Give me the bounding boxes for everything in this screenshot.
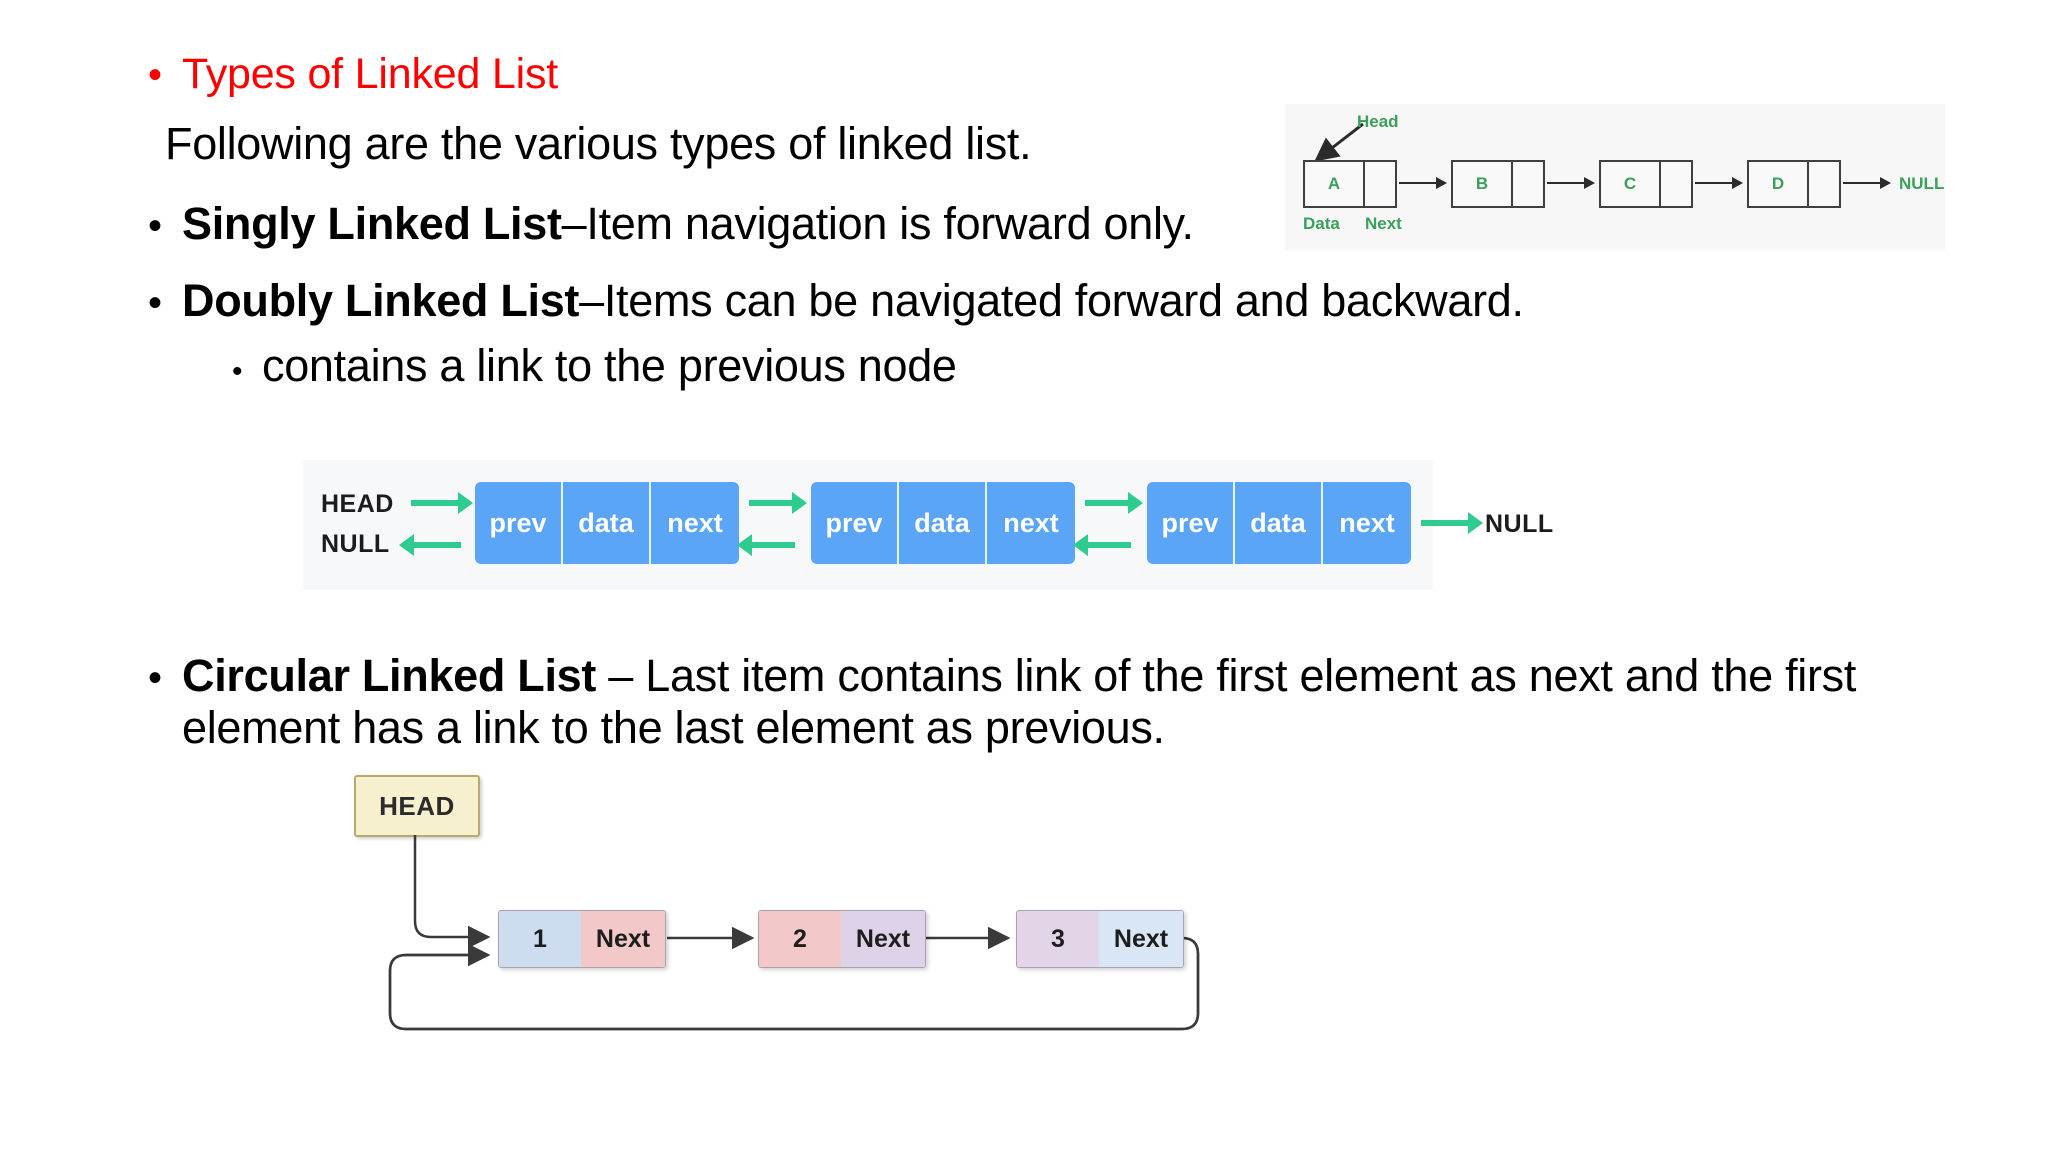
singly-next-label: Next xyxy=(1365,214,1402,233)
singly-link-arrow-icon xyxy=(1695,177,1743,189)
bullet-icon: • xyxy=(148,204,163,248)
singly-node-a: A xyxy=(1303,160,1397,208)
doubly-forward-arrow-icon xyxy=(1085,492,1143,514)
singly-data-label: Data xyxy=(1303,214,1340,233)
bullet-icon: • xyxy=(148,281,163,325)
intro-line: Following are the various types of linke… xyxy=(165,118,1032,170)
circular-head-box: HEAD xyxy=(354,775,480,837)
doubly-forward-arrow-icon xyxy=(749,492,807,514)
heading-line: • Types of Linked List xyxy=(148,50,558,99)
circular-linked-list-diagram: HEAD 1 Next 2 Next xyxy=(330,765,1390,1055)
doubly-tail-arrow-icon xyxy=(1421,512,1483,534)
list-item-singly: • Singly Linked List – Item navigation i… xyxy=(148,198,1194,250)
dash-circular: – xyxy=(596,650,646,701)
circular-node-value: 1 xyxy=(499,911,581,967)
doubly-head-arrow-icon xyxy=(411,492,473,514)
doubly-node-2: prev data next xyxy=(811,482,1075,564)
doubly-null-left-label: NULL xyxy=(321,530,390,558)
list-item-circular: • Circular Linked List – Last item conta… xyxy=(148,650,1902,754)
cell-divider xyxy=(1511,162,1513,206)
sub-item-text: contains a link to the previous node xyxy=(262,340,957,391)
singly-node-c: C xyxy=(1599,160,1693,208)
dash-doubly: – xyxy=(579,275,604,326)
singly-link-arrow-icon xyxy=(1843,177,1891,189)
term-doubly: Doubly Linked List xyxy=(182,275,580,326)
cell-divider xyxy=(1363,162,1365,206)
singly-node-value: A xyxy=(1327,174,1341,193)
circular-node-value: 2 xyxy=(759,911,841,967)
circular-node-next: Next xyxy=(841,911,925,967)
doubly-cell-prev: prev xyxy=(1147,482,1235,564)
doubly-null-right-label: NULL xyxy=(1485,510,1554,538)
singly-head-label: Head xyxy=(1357,112,1399,131)
singly-node-value: D xyxy=(1771,174,1785,193)
intro-text: Following are the various types of linke… xyxy=(165,118,1032,169)
doubly-head-label: HEAD xyxy=(321,490,394,518)
doubly-cell-data: data xyxy=(1235,482,1323,564)
doubly-cell-prev: prev xyxy=(475,482,563,564)
dash-singly: – xyxy=(561,198,587,249)
doubly-cell-prev: prev xyxy=(811,482,899,564)
doubly-node-3: prev data next xyxy=(1147,482,1411,564)
doubly-cell-next: next xyxy=(987,482,1075,564)
circular-node-2: 2 Next xyxy=(758,910,926,968)
cell-divider xyxy=(1659,162,1661,206)
singly-node-value: C xyxy=(1623,174,1637,193)
doubly-cell-data: data xyxy=(899,482,987,564)
doubly-cell-next: next xyxy=(651,482,739,564)
singly-linked-list-diagram: Head A Data Next B C D NULL xyxy=(1285,104,1945,250)
doubly-node-1: prev data next xyxy=(475,482,739,564)
doubly-backward-arrow-icon xyxy=(1073,534,1131,556)
desc-singly: Item navigation is forward only. xyxy=(586,198,1194,249)
singly-node-d: D xyxy=(1747,160,1841,208)
circular-node-1: 1 Next xyxy=(498,910,666,968)
term-singly: Singly Linked List xyxy=(182,198,562,249)
singly-node-value: B xyxy=(1475,174,1489,193)
doubly-linked-list-diagram: HEAD NULL prev data next prev data next … xyxy=(303,460,1553,590)
doubly-backward-arrow-icon xyxy=(737,534,795,556)
head-pointer-arrow-icon xyxy=(1314,122,1364,162)
list-item-doubly: • Doubly Linked List – Items can be navi… xyxy=(148,275,1524,327)
doubly-cell-data: data xyxy=(563,482,651,564)
doubly-null-arrow-icon xyxy=(399,534,461,556)
bullet-icon: • xyxy=(148,656,163,700)
desc-circular: Last item contains link of the first ele… xyxy=(182,650,1857,753)
doubly-cell-next: next xyxy=(1323,482,1411,564)
term-circular: Circular Linked List xyxy=(182,650,597,701)
circular-node-3: 3 Next xyxy=(1016,910,1184,968)
bullet-icon: • xyxy=(148,53,163,97)
circular-node-next: Next xyxy=(1099,911,1183,967)
bullet-icon: • xyxy=(232,355,243,388)
desc-doubly: Items can be navigated forward and backw… xyxy=(603,275,1524,326)
singly-node-b: B xyxy=(1451,160,1545,208)
singly-null-label: NULL xyxy=(1899,174,1945,193)
sub-list-item: • contains a link to the previous node xyxy=(232,340,957,392)
cell-divider xyxy=(1807,162,1809,206)
circular-node-next: Next xyxy=(581,911,665,967)
circular-node-value: 3 xyxy=(1017,911,1099,967)
singly-link-arrow-icon xyxy=(1547,177,1595,189)
page-title: Types of Linked List xyxy=(182,50,559,98)
singly-link-arrow-icon xyxy=(1399,177,1447,189)
